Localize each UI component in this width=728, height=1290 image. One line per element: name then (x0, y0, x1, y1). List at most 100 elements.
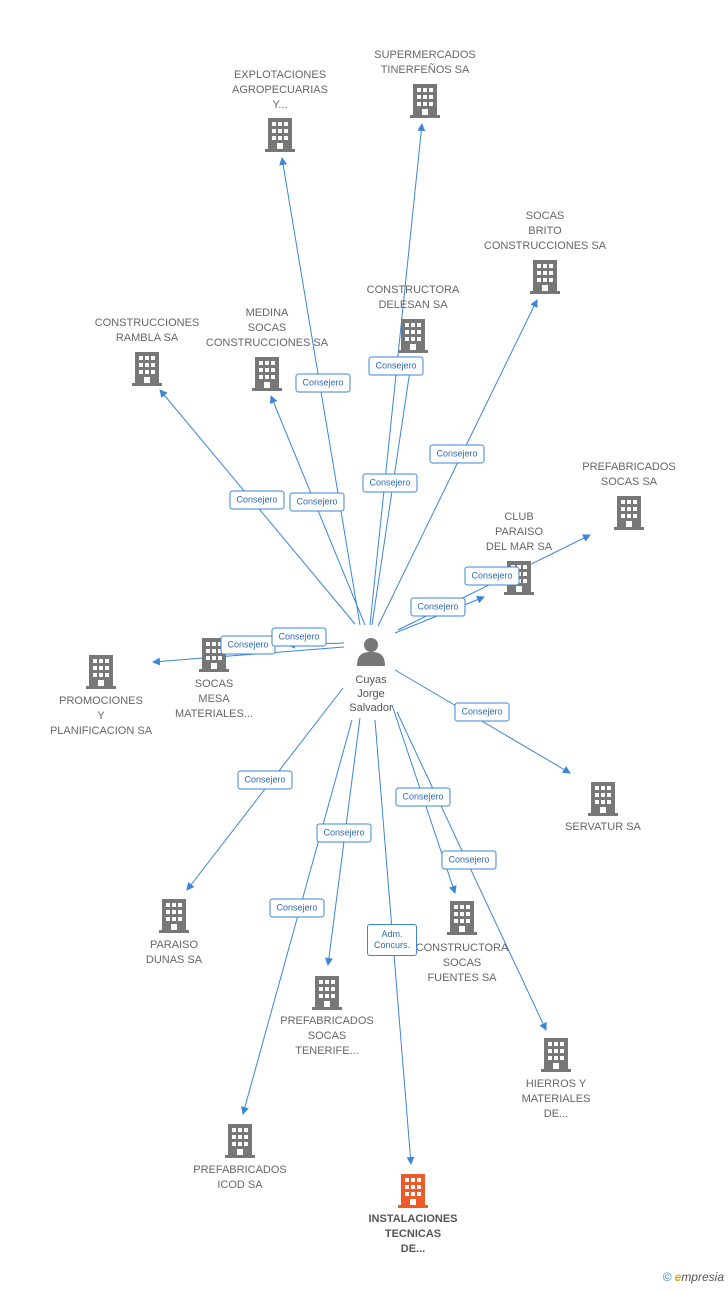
relation-tag-prefabricados-socas[interactable]: Consejero (464, 566, 520, 586)
building-icon[interactable] (588, 782, 618, 816)
node-label-constructora-delesan[interactable]: CONSTRUCTORA DELESAN SA (338, 283, 488, 313)
node-label-line: SERVATUR SA (565, 821, 641, 833)
center-label-line: Jorge (357, 688, 385, 700)
relation-tag-constructora-delesan[interactable]: Consejero (368, 356, 424, 376)
node-label-line: DUNAS SA (145, 954, 203, 966)
node-label-construcciones-rambla[interactable]: CONSTRUCCIONES RAMBLA SA (72, 316, 222, 346)
node-label-line: INSTALACIONES (368, 1213, 458, 1225)
node-label-line: CONSTRUCCIONES (94, 317, 200, 329)
node-label-constructora-socas-fuentes[interactable]: CONSTRUCTORA SOCAS FUENTES SA (387, 941, 537, 986)
node-label-line: PREFABRICADOS (582, 461, 676, 473)
node-label-line: PARAISO (494, 526, 544, 538)
building-icon[interactable] (398, 319, 428, 353)
node-label-line: CONSTRUCTORA (415, 942, 509, 954)
edge-hierros (396, 711, 547, 1031)
relation-tag-servatur[interactable]: Consejero (454, 702, 510, 722)
building-icon[interactable] (132, 352, 162, 386)
node-label-prefabricados-icod[interactable]: PREFABRICADOS ICOD SA (165, 1163, 315, 1193)
building-icon[interactable] (86, 655, 116, 689)
relation-tag-socas-brito[interactable]: Consejero (429, 444, 485, 464)
node-label-line: DEL MAR SA (485, 541, 553, 553)
node-label-line: EXPLOTACIONES (233, 69, 327, 81)
building-icon[interactable] (530, 260, 560, 294)
node-label-line: MATERIALES (521, 1093, 591, 1105)
center-label-line: Salvador (349, 702, 393, 714)
node-label-line: ICOD SA (217, 1179, 263, 1191)
node-label-line: SOCAS (194, 678, 234, 690)
relation-tag-word: Adm. (381, 929, 403, 939)
node-label-line: FUENTES SA (427, 972, 497, 984)
node-label-line: PLANIFICACION SA (49, 725, 153, 737)
node-label-line: SUPERMERCADOS (374, 49, 476, 61)
node-label-prefabricados-socas[interactable]: PREFABRICADOS SOCAS SA (554, 460, 704, 490)
node-label-line: RAMBLA SA (115, 332, 179, 344)
node-label-line: CONSTRUCCIONES SA (483, 240, 607, 252)
relation-tag-promociones[interactable]: Consejero (271, 627, 327, 647)
node-label-line: DELESAN SA (378, 299, 448, 311)
node-label-line: MESA (198, 693, 230, 705)
node-label-medina-socas[interactable]: MEDINA SOCAS CONSTRUCCIONES SA (192, 306, 342, 351)
node-label-line: CONSTRUCCIONES SA (205, 337, 329, 349)
relation-tag-prefabricados-tenerife[interactable]: Consejero (316, 823, 372, 843)
node-label-line: PREFABRICADOS (280, 1015, 374, 1027)
node-label-line: PREFABRICADOS (193, 1164, 287, 1176)
node-label-line: TINERFEÑOS SA (380, 64, 470, 76)
relation-tag-socas-mesa[interactable]: Consejero (220, 635, 276, 655)
person-icon[interactable] (357, 638, 385, 666)
relation-tag-club-paraiso[interactable]: Consejero (410, 597, 466, 617)
building-icon[interactable] (312, 976, 342, 1010)
node-label-instalaciones[interactable]: INSTALACIONES TECNICAS DE... (338, 1212, 488, 1257)
node-label-servatur[interactable]: SERVATUR SA (528, 820, 678, 835)
node-label-line: TECNICAS (384, 1228, 442, 1240)
building-icon-highlighted[interactable] (398, 1174, 428, 1208)
building-icon[interactable] (252, 357, 282, 391)
node-label-line: Y (97, 710, 105, 722)
node-label-line: DE... (400, 1243, 426, 1255)
node-label-line: PROMOCIONES (59, 695, 143, 707)
node-label-socas-brito[interactable]: SOCAS BRITO CONSTRUCCIONES SA (470, 209, 620, 254)
building-icon[interactable] (541, 1038, 571, 1072)
node-label-promociones[interactable]: PROMOCIONES Y PLANIFICACION SA (26, 694, 176, 739)
relation-tag-instalaciones[interactable]: Adm.Concurs. (366, 924, 418, 956)
relation-tag-supermercados[interactable]: Consejero (362, 473, 418, 493)
building-icon[interactable] (614, 496, 644, 530)
node-label-supermercados[interactable]: SUPERMERCADOS TINERFEÑOS SA (350, 48, 500, 78)
node-label-line: SOCAS SA (600, 476, 658, 488)
node-label-line: HIERROS Y (525, 1078, 587, 1090)
node-label-paraiso-dunas[interactable]: PARAISO DUNAS SA (99, 938, 249, 968)
relation-tag-constructora-socas-fuentes[interactable]: Consejero (395, 787, 451, 807)
node-label-line: SOCAS (307, 1030, 347, 1042)
building-icon[interactable] (410, 84, 440, 118)
relation-tag-hierros[interactable]: Consejero (441, 850, 497, 870)
copyright-icon: © (662, 1270, 672, 1284)
relation-tag-medina-socas[interactable]: Consejero (289, 492, 345, 512)
relation-tag-word: Concurs. (373, 940, 411, 950)
edge-promociones (152, 646, 345, 666)
node-label-line: SOCAS (247, 322, 287, 334)
node-label-prefabricados-tenerife[interactable]: PREFABRICADOS SOCAS TENERIFE... (252, 1014, 402, 1059)
building-icon[interactable] (265, 118, 295, 152)
node-label-hierros[interactable]: HIERROS Y MATERIALES DE... (481, 1077, 631, 1122)
node-label-line: SOCAS (442, 957, 482, 969)
node-label-line: TENERIFE... (295, 1045, 359, 1057)
node-label-line: CLUB (504, 511, 534, 523)
node-label-line: SOCAS (525, 210, 565, 222)
brand-logo[interactable]: empresia (674, 1270, 724, 1284)
node-label-line: CONSTRUCTORA (366, 284, 460, 296)
building-icon[interactable] (447, 901, 477, 935)
relation-tag-paraiso-dunas[interactable]: Consejero (237, 770, 293, 790)
relation-tag-explotaciones[interactable]: Consejero (295, 373, 351, 393)
node-label-club-paraiso[interactable]: CLUB PARAISO DEL MAR SA (444, 510, 594, 555)
node-label-line: DE... (543, 1108, 569, 1120)
node-label-line: BRITO (528, 225, 562, 237)
node-label-line: MEDINA (245, 307, 289, 319)
center-label-line: Cuyas (355, 674, 387, 686)
relation-tag-construcciones-rambla[interactable]: Consejero (229, 490, 285, 510)
node-label-line: PARAISO (149, 939, 199, 951)
building-icon[interactable] (225, 1124, 255, 1158)
relation-tag-prefabricados-icod[interactable]: Consejero (269, 898, 325, 918)
building-icon[interactable] (159, 899, 189, 933)
